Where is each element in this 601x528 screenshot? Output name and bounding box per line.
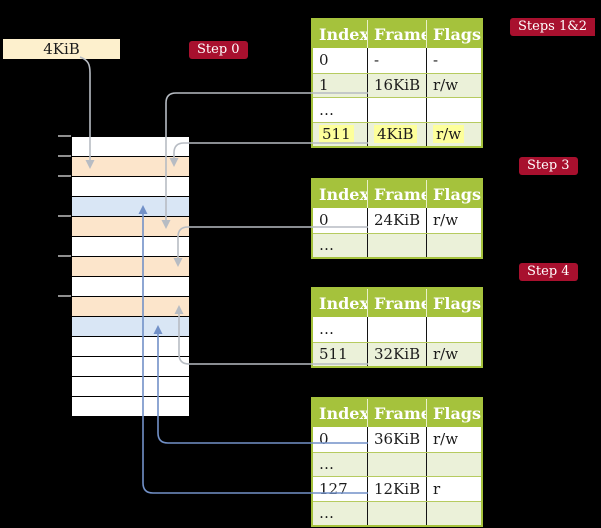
table-header-frame: Frame (367, 399, 426, 427)
table-cell: 16KiB (367, 73, 426, 97)
table-cell (426, 452, 481, 476)
table-cell: 1 (319, 76, 329, 95)
badge-step-0: Step 0 (189, 41, 248, 59)
table-header-flags: Flags (426, 399, 481, 427)
table-header-flags: Flags (426, 180, 481, 208)
table-header-index: Index (319, 403, 367, 423)
table-row: … (313, 97, 481, 122)
badge-step-4: Step 4 (519, 263, 578, 281)
table-cell: 0 (319, 51, 329, 70)
physical-memory-column (71, 136, 190, 417)
memory-frame-row-blue (72, 197, 189, 217)
table-cell: r/w (426, 427, 481, 452)
table-cell: … (319, 236, 334, 255)
table-cell: 12KiB (367, 477, 426, 501)
address-tick-mark (58, 135, 71, 137)
memory-frame-row-white (72, 177, 189, 197)
memory-frame-row-white (72, 337, 189, 357)
table-cell (426, 233, 481, 257)
table-cell (367, 452, 426, 476)
memory-frame-row-white (72, 397, 189, 416)
table-cell: 0 (319, 430, 329, 449)
frame-size-label: 4KiB (3, 39, 120, 59)
memory-frame-row-white (72, 237, 189, 257)
table-cell: - (426, 48, 481, 73)
table-row: … (313, 232, 481, 257)
highlighted-value: 4KiB (374, 125, 417, 144)
table-cell: … (319, 320, 334, 339)
table-row: … (313, 451, 481, 476)
highlighted-value: r/w (433, 125, 465, 144)
table-cell: 4KiB (367, 122, 426, 146)
table-cell: 36KiB (367, 427, 426, 452)
badge-step-3: Step 3 (519, 157, 578, 175)
table-cell: 511 (313, 123, 367, 147)
table-header-frame: Frame (367, 20, 426, 48)
table-cell: r/w (426, 122, 481, 146)
memory-frame-row-blue (72, 317, 189, 337)
table-cell: … (319, 504, 334, 523)
memory-frame-row-white (72, 137, 189, 157)
table-cell: r/w (426, 208, 481, 233)
table-cell: r (426, 477, 481, 501)
memory-frame-row-orange (72, 297, 189, 317)
address-tick-mark (58, 215, 71, 217)
table-cell: 0 (319, 211, 329, 230)
table-cell: - (367, 48, 426, 73)
table-cell (367, 317, 426, 342)
table-row: 511 4KiB r/w (313, 121, 481, 147)
address-tick-mark (58, 255, 71, 257)
memory-frame-row-white (72, 357, 189, 377)
memory-frame-row-white (72, 277, 189, 297)
table-cell: r/w (426, 342, 481, 366)
memory-frame-row-orange (72, 217, 189, 237)
table-header-index: Index (319, 293, 367, 313)
badge-steps-1-2: Steps 1&2 (510, 18, 596, 36)
table-header-index: Index (319, 24, 367, 44)
table-row: … (313, 500, 481, 525)
table-cell: 127 (319, 479, 348, 498)
table-header-frame: Frame (367, 180, 426, 208)
table-cell (367, 233, 426, 257)
table-header-flags: Flags (426, 20, 481, 48)
table-header-frame: Frame (367, 289, 426, 317)
table-cell: 24KiB (367, 208, 426, 233)
table-cell (367, 98, 426, 122)
table-header-index: Index (319, 184, 367, 204)
table-cell (367, 501, 426, 525)
table-cell: … (319, 100, 334, 119)
table-cell (426, 501, 481, 525)
table-header-flags: Flags (426, 289, 481, 317)
table-row: … (313, 317, 481, 342)
highlighted-value: 511 (319, 125, 354, 144)
table-cell: 511 (319, 345, 348, 364)
address-tick-mark (58, 295, 71, 297)
memory-frame-row-orange (72, 157, 189, 177)
memory-frame-row-orange (72, 257, 189, 277)
table-cell: r/w (426, 73, 481, 97)
table-row: 0 -- (313, 48, 481, 73)
table-cell (426, 98, 481, 122)
memory-frame-row-white (72, 377, 189, 397)
table-cell: 32KiB (367, 342, 426, 366)
address-tick-mark (58, 155, 71, 157)
address-tick-mark (58, 175, 71, 177)
table-cell (426, 317, 481, 342)
table-cell: … (319, 455, 334, 474)
